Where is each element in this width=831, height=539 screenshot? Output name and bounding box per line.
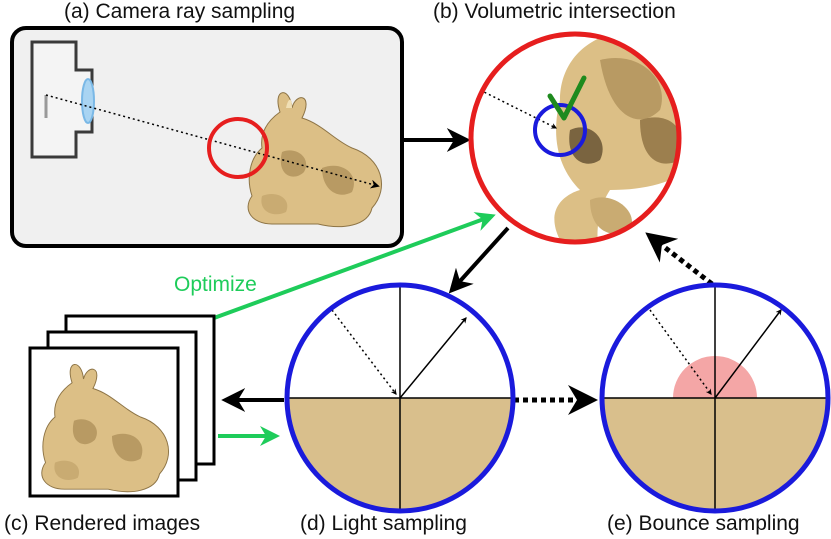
bounce-direction-e bbox=[714, 309, 782, 399]
bunny-icon bbox=[41, 364, 169, 493]
light-direction-d bbox=[399, 317, 467, 399]
panel-c-rendered-images bbox=[28, 314, 216, 498]
surface-e bbox=[602, 398, 828, 511]
label-e: (e) Bounce sampling bbox=[607, 512, 800, 535]
panel-d-light-sampling bbox=[284, 282, 516, 514]
panel-b-volumetric-intersection bbox=[468, 31, 682, 245]
arrow-b-to-d bbox=[448, 226, 510, 294]
panel-b-circle bbox=[468, 31, 682, 245]
sample-point-circle bbox=[533, 103, 587, 157]
label-b: (b) Volumetric intersection bbox=[433, 0, 676, 23]
label-c: (c) Rendered images bbox=[4, 512, 201, 535]
incoming-ray-e bbox=[649, 309, 712, 395]
panel-a-camera-ray-sampling bbox=[10, 26, 404, 248]
camera-ray bbox=[45, 94, 380, 189]
bunny-icon bbox=[247, 92, 382, 228]
optimize-arrow bbox=[213, 212, 496, 320]
checkmark-icon bbox=[547, 75, 587, 121]
arrow-e-to-b bbox=[645, 232, 714, 286]
panel-d-circle bbox=[284, 282, 516, 514]
intersection-highlight-circle bbox=[207, 117, 269, 179]
optimize-label: Optimize bbox=[174, 273, 257, 296]
panel-e-bounce-sampling bbox=[599, 282, 831, 514]
label-d: (d) Light sampling bbox=[300, 512, 467, 535]
panel-e-circle bbox=[599, 282, 831, 514]
label-a: (a) Camera ray sampling bbox=[64, 0, 296, 23]
camera-ray-zoomed bbox=[479, 89, 558, 129]
